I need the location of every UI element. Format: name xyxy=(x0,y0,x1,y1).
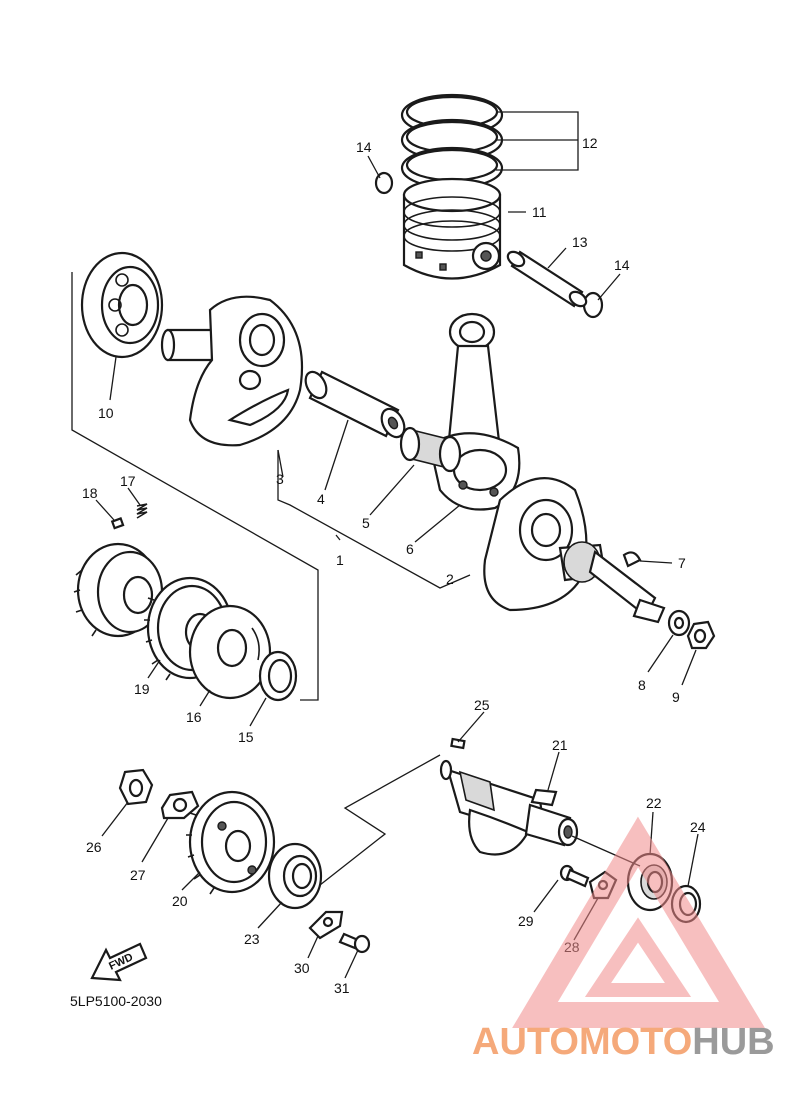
callout-14-left: 14 xyxy=(356,139,372,155)
lock-washer xyxy=(160,790,200,820)
crankshaft-left-half xyxy=(160,295,304,447)
callout-15: 15 xyxy=(238,729,254,745)
callout-29: 29 xyxy=(518,913,534,929)
balancer-bearing-left xyxy=(267,842,323,910)
callout-10: 10 xyxy=(98,405,114,421)
circlip-right xyxy=(582,291,604,319)
piston xyxy=(402,177,502,280)
watermark-text-automoto: AUTOMOTO xyxy=(472,1021,692,1063)
assembly-brackets xyxy=(71,111,641,886)
callout-17: 17 xyxy=(120,473,136,489)
callout-26: 26 xyxy=(86,839,102,855)
nut xyxy=(686,620,716,650)
watermark-triangle-inner xyxy=(584,917,692,997)
svg-text:AUTOMOTOHUB: AUTOMOTOHUB xyxy=(472,1021,775,1063)
watermark-text-hub: HUB xyxy=(692,1021,774,1063)
callout-19: 19 xyxy=(134,681,150,697)
callout-11: 11 xyxy=(532,204,547,220)
callout-20: 20 xyxy=(172,893,188,909)
bolt-31 xyxy=(338,932,371,954)
plate xyxy=(188,604,272,700)
thrust-washer xyxy=(258,650,298,702)
balancer-key xyxy=(450,737,466,750)
bolt-29 xyxy=(559,864,590,888)
callout-18: 18 xyxy=(82,485,98,501)
crankshaft-right-half xyxy=(483,477,666,624)
washer xyxy=(667,609,691,637)
balancer-driven-gear xyxy=(186,790,276,895)
main-bearing-left xyxy=(80,251,164,359)
woodruff-key xyxy=(622,551,642,568)
callout-16: 16 xyxy=(186,709,202,725)
callout-1: 1 xyxy=(336,552,344,568)
retainer-plate-30 xyxy=(308,910,344,940)
callout-5: 5 xyxy=(362,515,370,531)
callout-6: 6 xyxy=(406,541,414,557)
piston-pin xyxy=(506,250,588,308)
piston-rings xyxy=(400,93,504,190)
callout-3: 3 xyxy=(276,471,284,487)
callout-2: 2 xyxy=(446,571,454,587)
callout-12: 12 xyxy=(582,135,598,151)
callout-7: 7 xyxy=(678,555,686,571)
callout-25: 25 xyxy=(474,697,490,713)
pin xyxy=(110,517,125,530)
crank-pin-needle-bearing xyxy=(399,426,462,473)
callout-31: 31 xyxy=(334,980,350,996)
callout-8: 8 xyxy=(638,677,646,693)
callout-23: 23 xyxy=(244,931,260,947)
spring xyxy=(136,503,148,519)
automotohub-watermark: AUTOMOTOHUB xyxy=(472,816,775,1063)
primary-drive-gear xyxy=(73,542,164,638)
callout-24: 24 xyxy=(690,819,706,835)
watermark-triangle-logo xyxy=(512,816,765,1028)
callout-22: 22 xyxy=(646,795,662,811)
balancer-nut xyxy=(118,768,154,806)
callout-30: 30 xyxy=(294,960,310,976)
diagram-code: 5LP5100-2030 xyxy=(70,993,162,1009)
callout-21: 21 xyxy=(552,737,568,753)
callout-27: 27 xyxy=(130,867,146,883)
callout-13: 13 xyxy=(572,234,588,250)
balancer-shaft xyxy=(439,759,579,856)
connecting-rod xyxy=(428,312,521,511)
forward-direction-arrow: FWD xyxy=(90,942,148,982)
callout-14-right: 14 xyxy=(614,257,630,273)
callout-9: 9 xyxy=(672,689,680,705)
crank-pin xyxy=(304,370,406,439)
callout-4: 4 xyxy=(317,491,325,507)
